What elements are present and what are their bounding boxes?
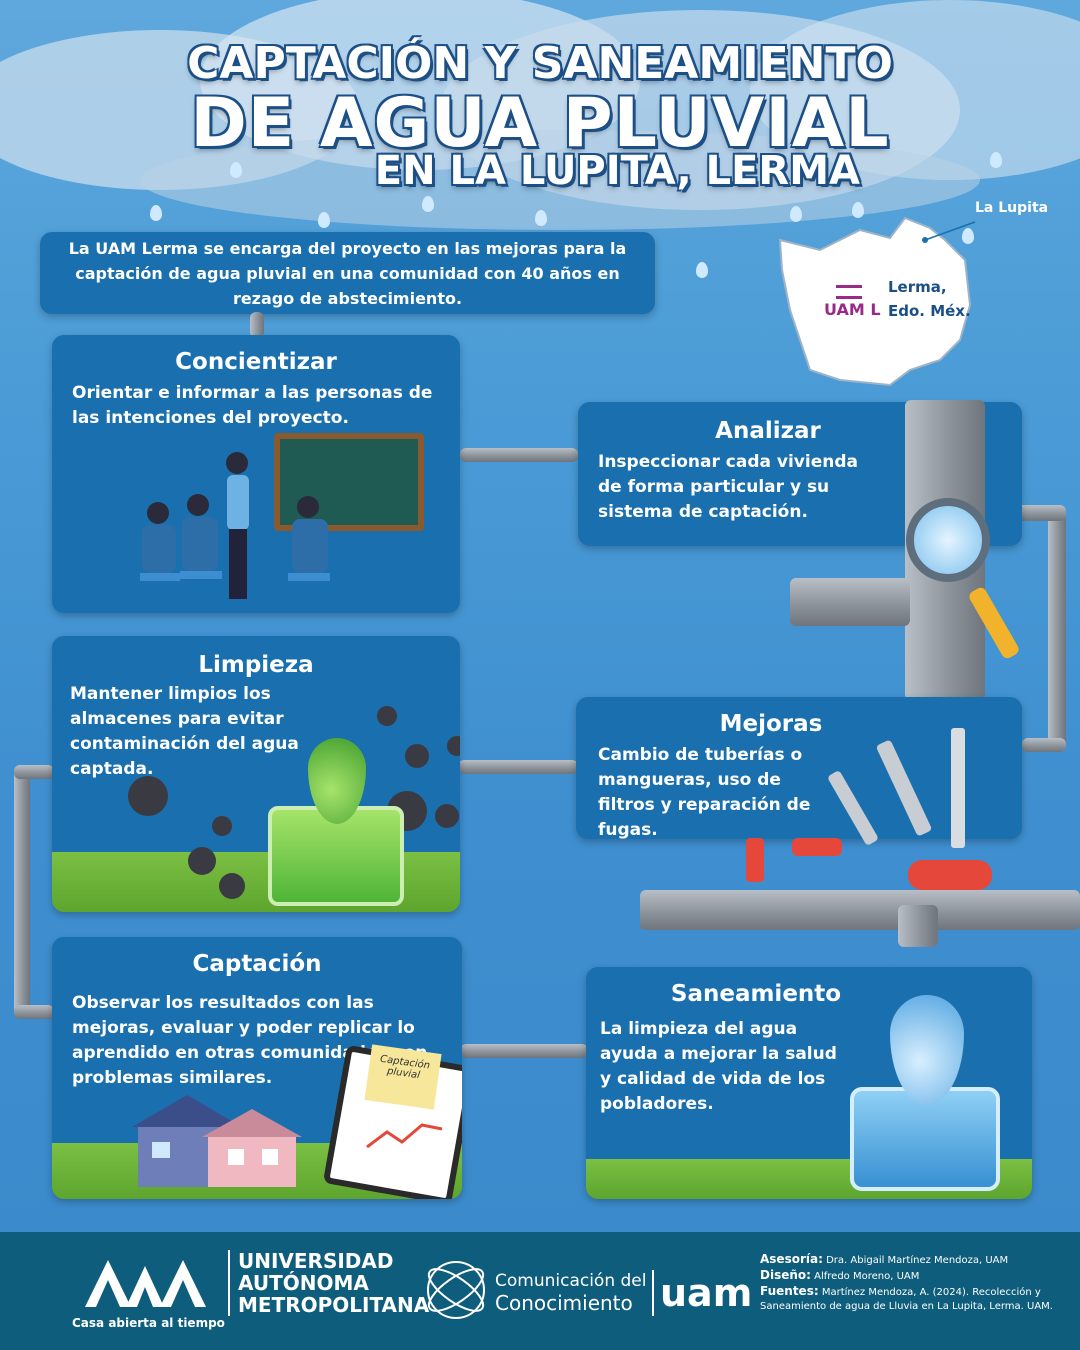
title-line-3: EN LA LUPITA, LERMA <box>374 148 860 194</box>
pipe-right-bottom <box>1022 738 1066 752</box>
pipe-1 <box>460 448 578 462</box>
step-concientizar: Concientizar Orientar e informar a las p… <box>52 335 460 613</box>
pipe-elbow-icon <box>790 578 910 626</box>
footer-comunicacion: Comunicación del Conocimiento <box>495 1270 647 1314</box>
step-mejoras: Mejoras Cambio de tuberías o mangueras, … <box>576 697 1022 839</box>
pipe-3 <box>460 1044 588 1058</box>
footer-university: UNIVERSIDAD AUTÓNOMA METROPOLITANA <box>228 1250 429 1316</box>
footer-uni-line: AUTÓNOMA <box>238 1271 369 1295</box>
step-title: Analizar <box>715 418 821 444</box>
valve-red-icon <box>746 838 764 882</box>
chalkboard-icon <box>274 433 424 531</box>
pipe-right <box>1048 510 1066 750</box>
step-text: Orientar e informar a las personas de la… <box>72 383 433 428</box>
footer-cc-line: Comunicación del <box>495 1271 647 1291</box>
wrench-tools-icon <box>828 728 965 848</box>
raindrop-icon <box>150 205 162 221</box>
faucet-icon <box>898 905 938 947</box>
raindrop-icon <box>535 210 547 226</box>
footer-uni-line: UNIVERSIDAD <box>238 1249 394 1273</box>
map-place-label: La Lupita <box>975 200 1049 216</box>
footer-cc-line: Conocimiento <box>495 1291 633 1315</box>
raindrop-icon <box>318 212 330 228</box>
credit-value: Martínez Mendoza, A. (2024). Recolección… <box>760 1287 1053 1312</box>
clouds <box>0 0 1080 230</box>
pipe-left-top <box>14 765 54 779</box>
credit-value: Dra. Abigail Martínez Mendoza, UAM <box>826 1255 1009 1266</box>
step-text: La limpieza del agua ayuda a mejorar la … <box>600 1019 837 1114</box>
contaminated-drop-icon <box>308 738 366 824</box>
footer-uni-line: METROPOLITANA <box>238 1293 430 1317</box>
valve-red-icon <box>792 838 842 856</box>
water-drop-icon <box>890 995 964 1105</box>
step-title: Mejoras <box>719 711 823 737</box>
title-line-1: CAPTACIÓN Y SANEAMIENTO <box>187 38 893 89</box>
raindrop-icon <box>990 152 1002 168</box>
credit-value: Alfredo Moreno, UAM <box>814 1271 920 1282</box>
step-title: Captación <box>192 951 322 977</box>
uam-logo-icon <box>85 1260 206 1307</box>
footer-motto: Casa abierta al tiempo <box>72 1316 225 1330</box>
pipe-intro <box>250 312 264 338</box>
map-shape <box>778 216 976 387</box>
bacteria-icon <box>128 706 460 899</box>
step-text: Cambio de tuberías o mangueras, uso de f… <box>598 745 811 839</box>
step-text: Mantener limpios los almacenes para evit… <box>70 684 299 779</box>
step-captacion: Captación Observar los resultados con la… <box>52 937 462 1199</box>
raindrop-icon <box>962 228 974 244</box>
raindrop-icon <box>230 162 242 178</box>
pipe-left <box>14 765 30 1015</box>
credit-label: Diseño: <box>760 1268 811 1282</box>
step-text: Observar los resultados con las mejoras,… <box>72 993 428 1088</box>
credit-label: Asesoría: <box>760 1252 823 1266</box>
meeting-people-icon <box>140 452 330 599</box>
footer: Casa abierta al tiempo UNIVERSIDAD AUTÓN… <box>0 1232 1080 1350</box>
step-title: Concientizar <box>175 349 337 375</box>
uam-logo-icon <box>836 285 862 299</box>
step-title: Limpieza <box>198 652 314 678</box>
comunicacion-logo-icon <box>427 1261 485 1319</box>
pipe-2 <box>458 760 578 774</box>
pipe-left-bottom <box>14 1005 54 1019</box>
step-title: Saneamiento <box>670 981 842 1007</box>
intro-text: La UAM Lerma se encarga del proyecto en … <box>40 232 655 314</box>
step-limpieza: Limpieza Mantener limpios los almacenes … <box>52 636 460 912</box>
valve-red-icon <box>908 860 992 890</box>
raindrop-icon <box>422 196 434 212</box>
map-region-line-2: Edo. Méx. <box>888 302 971 320</box>
house-icon <box>132 1095 302 1187</box>
map-uam-label: UAM L <box>824 300 881 319</box>
credit-label: Fuentes: <box>760 1284 819 1298</box>
footer-uam-brand: uam <box>652 1270 752 1316</box>
footer-credits: Asesoría: Dra. Abigail Martínez Mendoza,… <box>760 1252 1060 1314</box>
sticky-note: Captación pluvial <box>364 1044 442 1110</box>
title-line-2: DE AGUA PLUVIAL <box>190 84 890 163</box>
raindrop-icon <box>790 206 802 222</box>
raindrop-icon <box>696 262 708 278</box>
magnifier-icon <box>906 498 990 582</box>
map-region-line-1: Lerma, <box>888 278 947 296</box>
raindrop-icon <box>852 202 864 218</box>
pipe-horizontal-large <box>640 890 1080 930</box>
trend-arrow-icon <box>366 1123 443 1149</box>
step-text: Inspeccionar cada vivienda de forma part… <box>598 452 858 522</box>
step-saneamiento: Saneamiento La limpieza del agua ayuda a… <box>586 967 1032 1199</box>
